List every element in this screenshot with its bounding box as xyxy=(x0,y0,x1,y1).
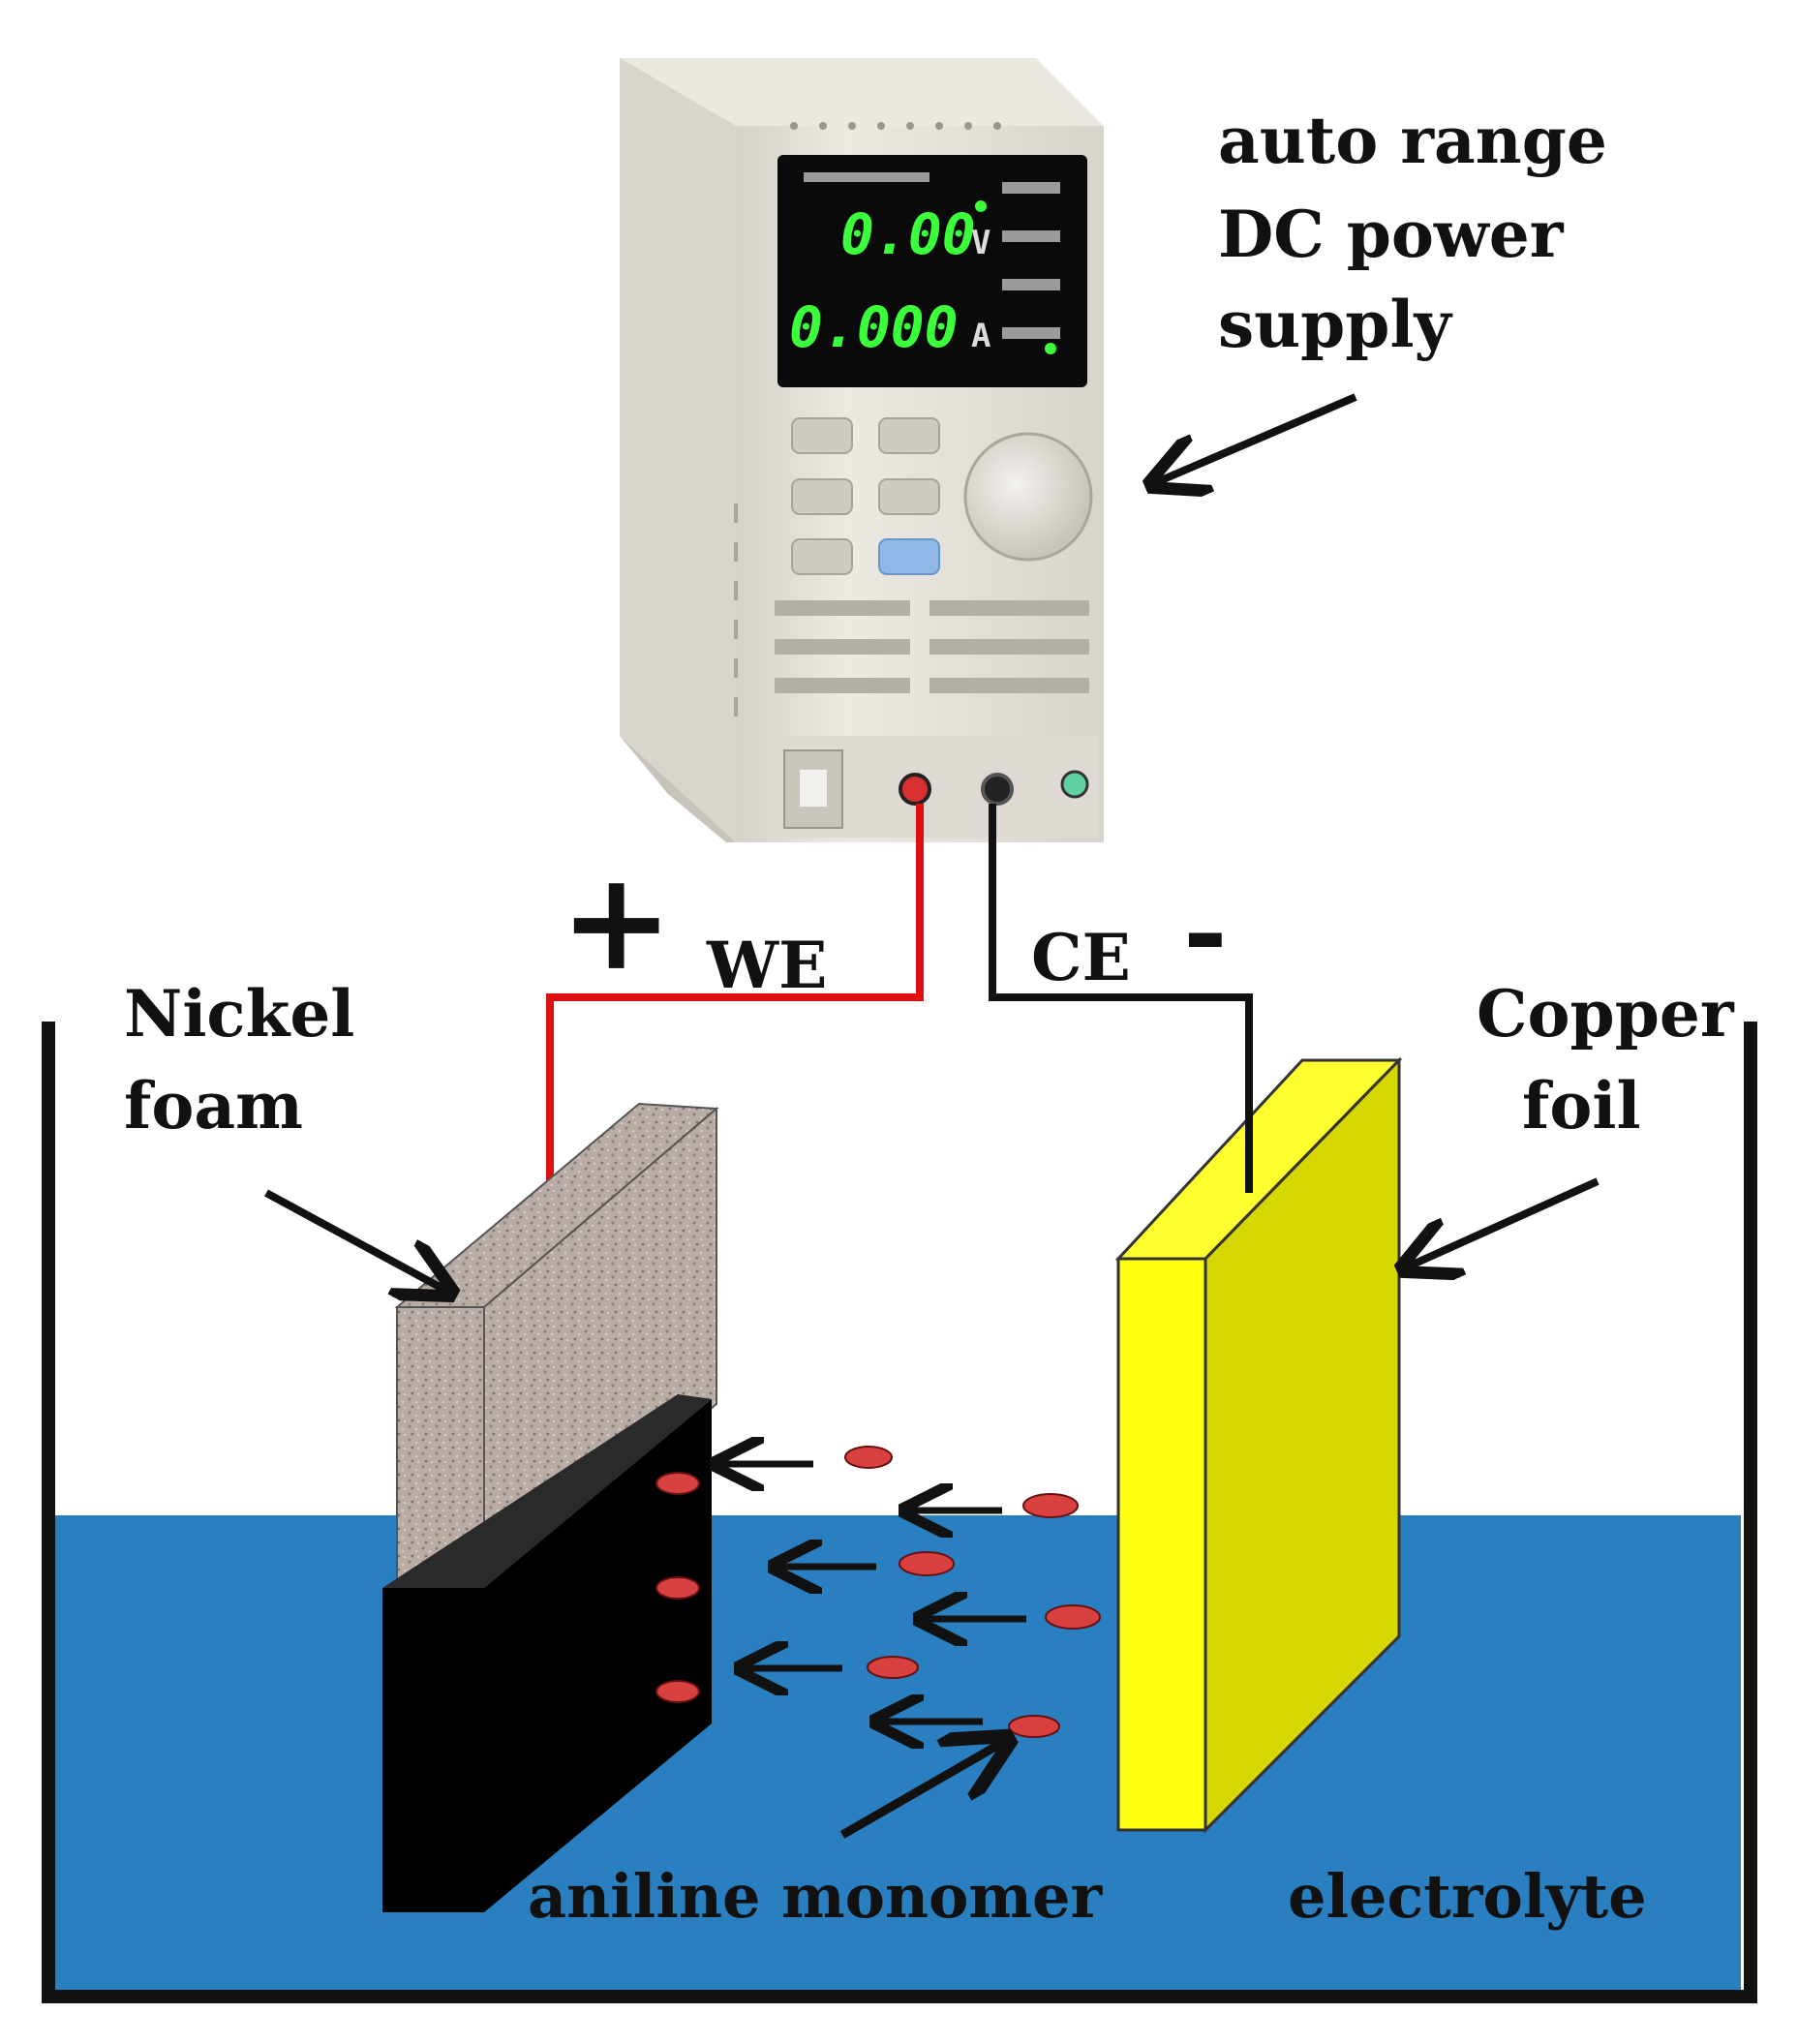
nickel-foam-label-line2: foam xyxy=(124,1068,303,1144)
beaker xyxy=(42,1022,1757,2003)
monomer-particle xyxy=(1008,1715,1060,1738)
working-electrode-label: WE xyxy=(706,928,827,1003)
copper-foil-label-line2: foil xyxy=(1522,1068,1641,1144)
negative-wire xyxy=(989,804,1253,1191)
voltage-unit: V xyxy=(971,224,990,262)
monomer-particle xyxy=(1022,1493,1079,1518)
electrolyte-label: electrolyte xyxy=(1288,1861,1647,1932)
monomer-particle xyxy=(844,1446,893,1469)
supply-pointer-arrow xyxy=(1152,393,1357,484)
plus-sign: + xyxy=(560,842,673,1001)
power-supply-label-line1: auto range xyxy=(1218,103,1607,178)
counter-electrode-label: CE xyxy=(1031,920,1131,995)
current-unit: A xyxy=(971,317,990,355)
monomer-particle xyxy=(867,1656,919,1679)
deposited-monomer xyxy=(655,1680,700,1703)
monomer-particle xyxy=(1045,1604,1101,1630)
minus-sign: - xyxy=(1183,869,1228,993)
deposited-monomer xyxy=(655,1472,700,1495)
terminal-red-icon xyxy=(899,773,931,806)
nickel-pointer-arrow xyxy=(264,1189,450,1293)
copper-foil-electrode xyxy=(1114,1056,1403,1834)
positive-wire xyxy=(546,804,924,1196)
nickel-foam-label-line1: Nickel xyxy=(124,976,354,1052)
copper-pointer-arrow xyxy=(1404,1177,1600,1268)
copper-foil-label-line1: Copper xyxy=(1477,976,1735,1052)
migration-arrows xyxy=(716,1464,1026,1722)
dc-power-supply: 0.00 V 0.000 A xyxy=(620,58,1104,842)
terminal-black-icon xyxy=(981,773,1014,806)
monomer-pointer-arrow xyxy=(839,1740,1007,1839)
monomer-particle xyxy=(899,1551,955,1576)
aniline-monomer-label: aniline monomer xyxy=(528,1861,1103,1932)
polyaniline-deposit xyxy=(382,1588,484,1912)
power-supply-label-line3: supply xyxy=(1218,287,1453,362)
voltage-readout: 0.00 xyxy=(840,201,976,267)
knob-icon xyxy=(963,432,1093,562)
current-readout: 0.000 xyxy=(789,294,959,360)
deposited-monomer xyxy=(655,1576,700,1600)
terminal-green-icon xyxy=(1060,770,1089,799)
power-supply-label-line2: DC power xyxy=(1218,197,1565,272)
electrolyte-fill xyxy=(48,1515,1741,1997)
nickel-foam-electrode xyxy=(382,1102,719,1912)
